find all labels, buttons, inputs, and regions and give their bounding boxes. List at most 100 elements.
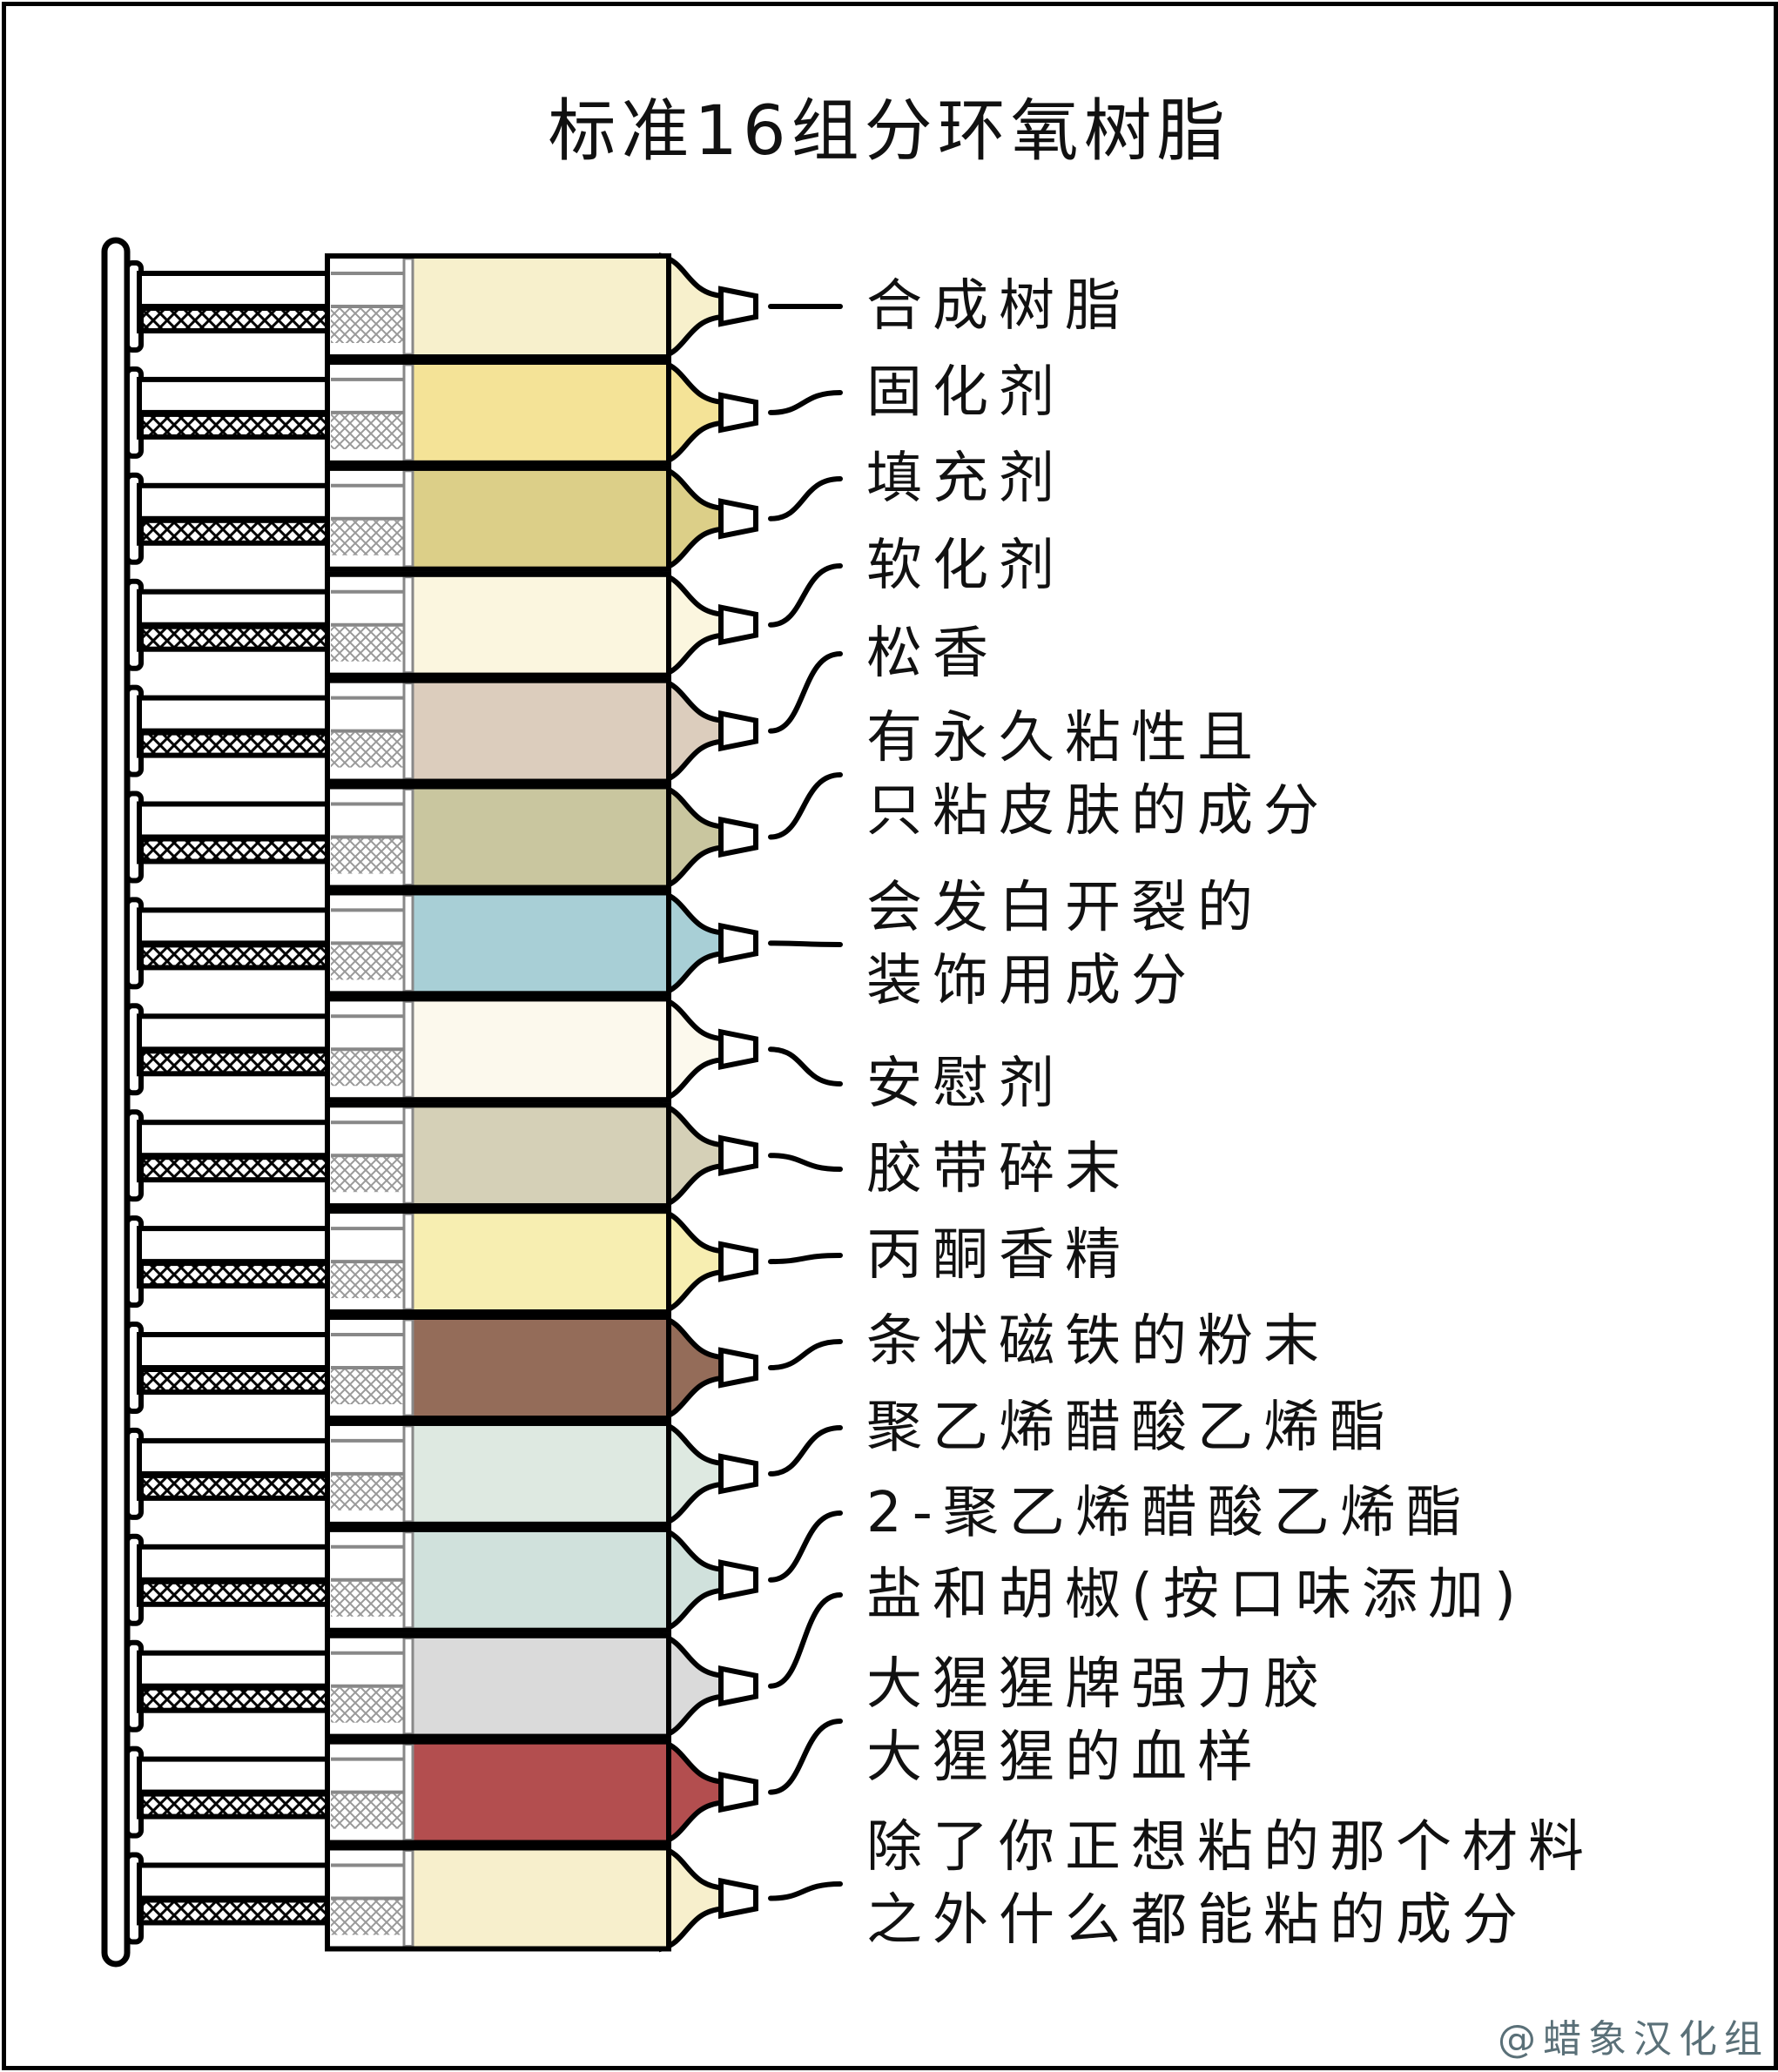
component-label-14: 盐和胡椒(按口味添加) bbox=[866, 1558, 1526, 1631]
plunger-rod bbox=[137, 1862, 333, 1901]
plunger-rod bbox=[137, 907, 333, 946]
label-line: 条状磁铁的粉末 bbox=[866, 1309, 1330, 1374]
syringe-15 bbox=[125, 1719, 843, 1847]
leader-line bbox=[768, 1425, 843, 1477]
barrel-outline bbox=[325, 1845, 671, 1952]
component-label-2: 固化剂 bbox=[866, 356, 1065, 429]
syringe-tip bbox=[718, 1241, 758, 1282]
syringe-tip bbox=[718, 1453, 758, 1495]
label-line: 软化剂 bbox=[866, 534, 1065, 598]
plunger-rod bbox=[137, 1756, 333, 1795]
plunger-rod bbox=[137, 271, 333, 309]
syringe-1 bbox=[125, 252, 843, 360]
leader-line bbox=[768, 476, 843, 521]
syringe-tip bbox=[718, 498, 758, 540]
label-line: 大猩猩的血样 bbox=[866, 1726, 1263, 1790]
leader-line bbox=[768, 1719, 843, 1795]
label-line: 会发白开裂的 bbox=[866, 876, 1263, 940]
leader-line bbox=[768, 1046, 843, 1086]
label-line: 松香 bbox=[866, 622, 999, 686]
barrel-outline bbox=[325, 784, 671, 891]
plunger-rod-hatched bbox=[137, 1048, 333, 1077]
plunger-rod-hatched bbox=[137, 517, 333, 546]
plunger-rod-hatched bbox=[137, 1472, 333, 1501]
flange-hatch bbox=[331, 1793, 406, 1829]
plunger-seal bbox=[402, 1212, 414, 1311]
syringe-tip bbox=[718, 1134, 758, 1176]
barrel-outline bbox=[325, 1632, 671, 1739]
plunger-seal bbox=[402, 1318, 414, 1417]
syringe-tip bbox=[718, 604, 758, 646]
flange-hatch bbox=[331, 626, 406, 662]
leader-line bbox=[768, 1592, 843, 1689]
plunger-rod bbox=[137, 1437, 333, 1477]
component-label-7: 会发白开裂的装饰用成分 bbox=[866, 871, 1263, 1018]
label-line: 填充剂 bbox=[866, 447, 1065, 511]
leader-line bbox=[768, 1253, 843, 1265]
label-line: 大猩猩牌强力胶 bbox=[866, 1652, 1330, 1717]
plunger-seal bbox=[402, 1106, 414, 1205]
plunger-rod bbox=[137, 376, 333, 415]
flange-hatch bbox=[331, 732, 406, 768]
plunger-rod bbox=[137, 1544, 333, 1583]
leader-line bbox=[768, 563, 843, 628]
label-line: 合成树脂 bbox=[866, 274, 1131, 339]
plunger-rod-hatched bbox=[137, 1367, 333, 1395]
plunger-rod-hatched bbox=[137, 306, 333, 333]
syringe-16 bbox=[125, 1844, 843, 1953]
component-label-11: 条状磁铁的粉末 bbox=[866, 1305, 1330, 1378]
flange-hatch bbox=[331, 414, 406, 449]
flange-hatch bbox=[331, 1157, 406, 1193]
plunger-rod-hatched bbox=[137, 1154, 333, 1183]
watermark: @蜡象汉化组 bbox=[1498, 2017, 1769, 2062]
flange-hatch bbox=[331, 1475, 406, 1510]
flange-hatch bbox=[331, 308, 406, 343]
syringe-3 bbox=[125, 464, 843, 573]
flange-hatch bbox=[331, 945, 406, 980]
plunger-seal bbox=[402, 257, 414, 356]
plunger-seal bbox=[402, 363, 414, 462]
syringe-7 bbox=[125, 889, 843, 998]
syringe-tip bbox=[718, 1559, 758, 1601]
leader-line bbox=[768, 1339, 843, 1370]
page-title: 标准16组分环氧树脂 bbox=[548, 92, 1230, 171]
component-label-9: 胶带碎末 bbox=[866, 1133, 1131, 1206]
plunger-seal bbox=[402, 1424, 414, 1524]
barrel-outline bbox=[325, 1526, 671, 1633]
leader-line bbox=[768, 1881, 843, 1901]
syringe-11 bbox=[125, 1314, 843, 1422]
barrel-outline bbox=[325, 996, 671, 1103]
plunger-seal bbox=[402, 575, 414, 675]
syringe-tip bbox=[718, 922, 758, 965]
label-line: 有永久粘性且 bbox=[866, 706, 1263, 770]
leader-line bbox=[768, 1510, 843, 1583]
plunger-rod-hatched bbox=[137, 1261, 333, 1289]
plunger-rod bbox=[137, 1120, 333, 1159]
plunger-seal bbox=[402, 893, 414, 992]
label-line: 2-聚乙烯醋酸乙烯酯 bbox=[866, 1481, 1472, 1545]
syringe-10 bbox=[125, 1208, 843, 1316]
component-label-4: 软化剂 bbox=[866, 529, 1065, 602]
barrel-outline bbox=[325, 890, 671, 997]
plunger-rod-hatched bbox=[137, 411, 333, 440]
plunger-rod bbox=[137, 1650, 333, 1689]
flange-hatch bbox=[331, 520, 406, 555]
plunger-seal bbox=[402, 1849, 414, 1948]
leader-line bbox=[768, 651, 843, 734]
component-label-8: 安慰剂 bbox=[866, 1047, 1065, 1120]
syringe-5 bbox=[125, 651, 843, 785]
barrel-outline bbox=[325, 1102, 671, 1209]
syringe-2 bbox=[125, 358, 843, 467]
syringe-8 bbox=[125, 995, 843, 1104]
component-label-1: 合成树脂 bbox=[866, 270, 1131, 343]
flange-hatch bbox=[331, 1581, 406, 1617]
syringe-14 bbox=[125, 1592, 843, 1740]
syringe-tip bbox=[718, 286, 758, 327]
label-line: 固化剂 bbox=[866, 360, 1065, 425]
component-label-16: 除了你正想粘的那个材料之外什么都能粘的成分 bbox=[866, 1811, 1594, 1957]
label-line: 盐和胡椒(按口味添加) bbox=[866, 1563, 1526, 1627]
syringe-tip bbox=[718, 816, 758, 858]
plunger-rod bbox=[137, 801, 333, 840]
syringe-9 bbox=[125, 1101, 843, 1210]
